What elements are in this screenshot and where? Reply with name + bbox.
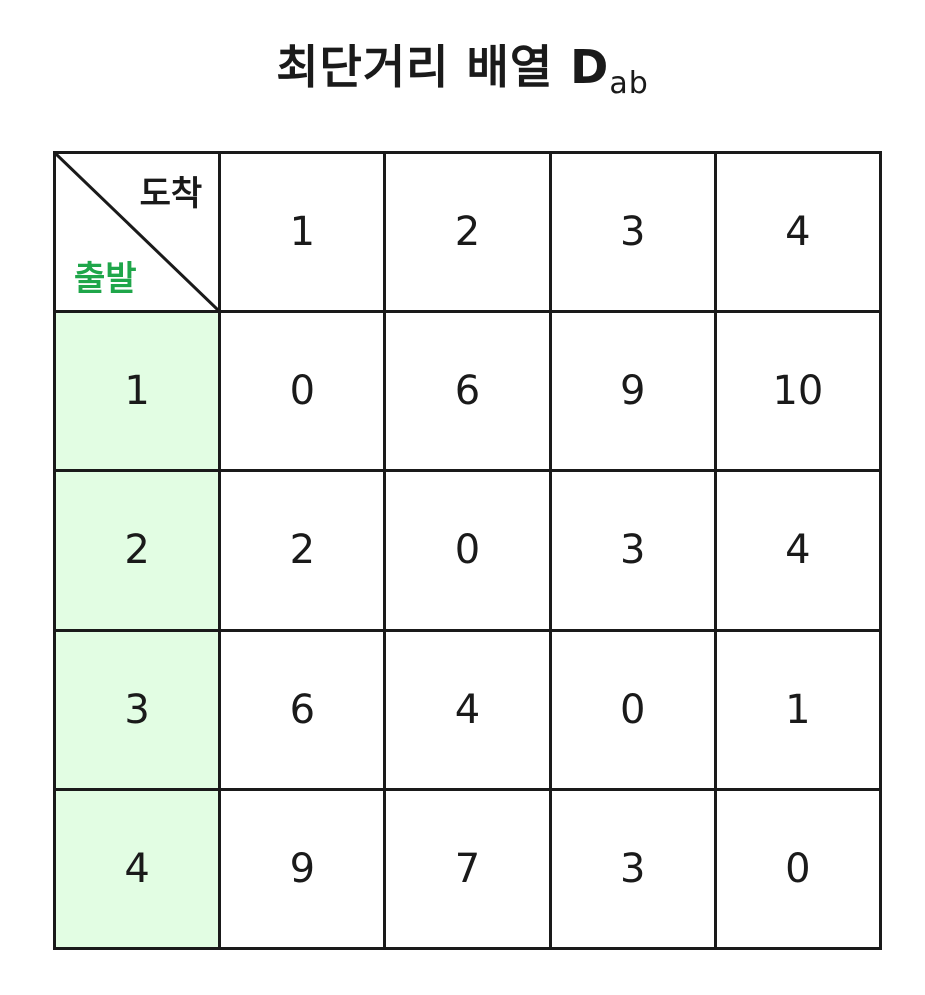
page-title: 최단거리 배열 Dab <box>0 40 925 102</box>
table-cell: 3 <box>551 472 717 632</box>
table-cell: 3 <box>551 790 717 950</box>
title-subscript: ab <box>609 66 649 101</box>
table-cell: 4 <box>716 472 882 632</box>
distance-table: 도착 출발 1 2 3 4 1 0 6 9 10 2 2 0 3 4 3 6 4… <box>53 151 882 950</box>
table-cell: 9 <box>221 790 387 950</box>
table-cell: 1 <box>716 631 882 791</box>
table-cell: 0 <box>716 790 882 950</box>
table-cell: 6 <box>221 631 387 791</box>
corner-header-cell: 도착 출발 <box>56 154 222 314</box>
diagonal-divider <box>56 154 218 310</box>
table-cell: 9 <box>551 313 717 473</box>
table-cell: 0 <box>551 631 717 791</box>
row-header: 4 <box>56 790 222 950</box>
column-header: 3 <box>551 154 717 314</box>
table-cell: 2 <box>221 472 387 632</box>
column-header: 4 <box>716 154 882 314</box>
row-header: 1 <box>56 313 222 473</box>
arrival-label: 도착 <box>139 174 203 214</box>
table-cell: 10 <box>716 313 882 473</box>
column-header: 2 <box>386 154 552 314</box>
departure-label: 출발 <box>74 259 137 300</box>
table-cell: 4 <box>386 631 552 791</box>
row-header: 2 <box>56 472 222 632</box>
table-cell: 0 <box>221 313 387 473</box>
title-main: 최단거리 배열 D <box>276 40 610 94</box>
table-cell: 0 <box>386 472 552 632</box>
table-cell: 6 <box>386 313 552 473</box>
column-header: 1 <box>221 154 387 314</box>
table-cell: 7 <box>386 790 552 950</box>
row-header: 3 <box>56 631 222 791</box>
